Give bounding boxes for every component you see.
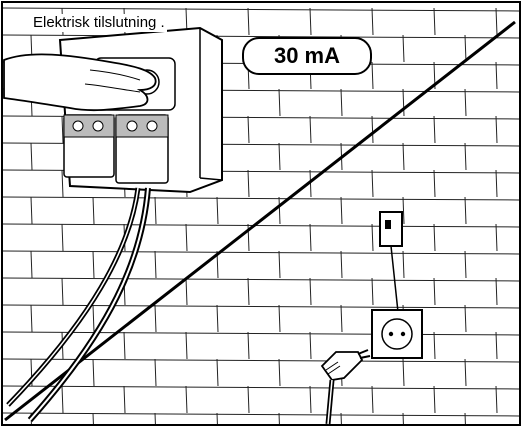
brick-joint xyxy=(0,224,1,251)
brick-joint xyxy=(0,8,1,35)
brick-joint xyxy=(0,170,1,197)
brick-joint xyxy=(0,332,1,359)
brick-joint xyxy=(0,62,1,89)
current-rating-badge: 30 mA xyxy=(242,37,372,75)
brick-joint xyxy=(0,116,1,143)
wall-socket xyxy=(372,310,422,358)
brick-joint xyxy=(0,278,1,305)
caption-label: Elektrisk tilslutning . xyxy=(31,14,167,32)
brick-joint xyxy=(0,386,1,413)
